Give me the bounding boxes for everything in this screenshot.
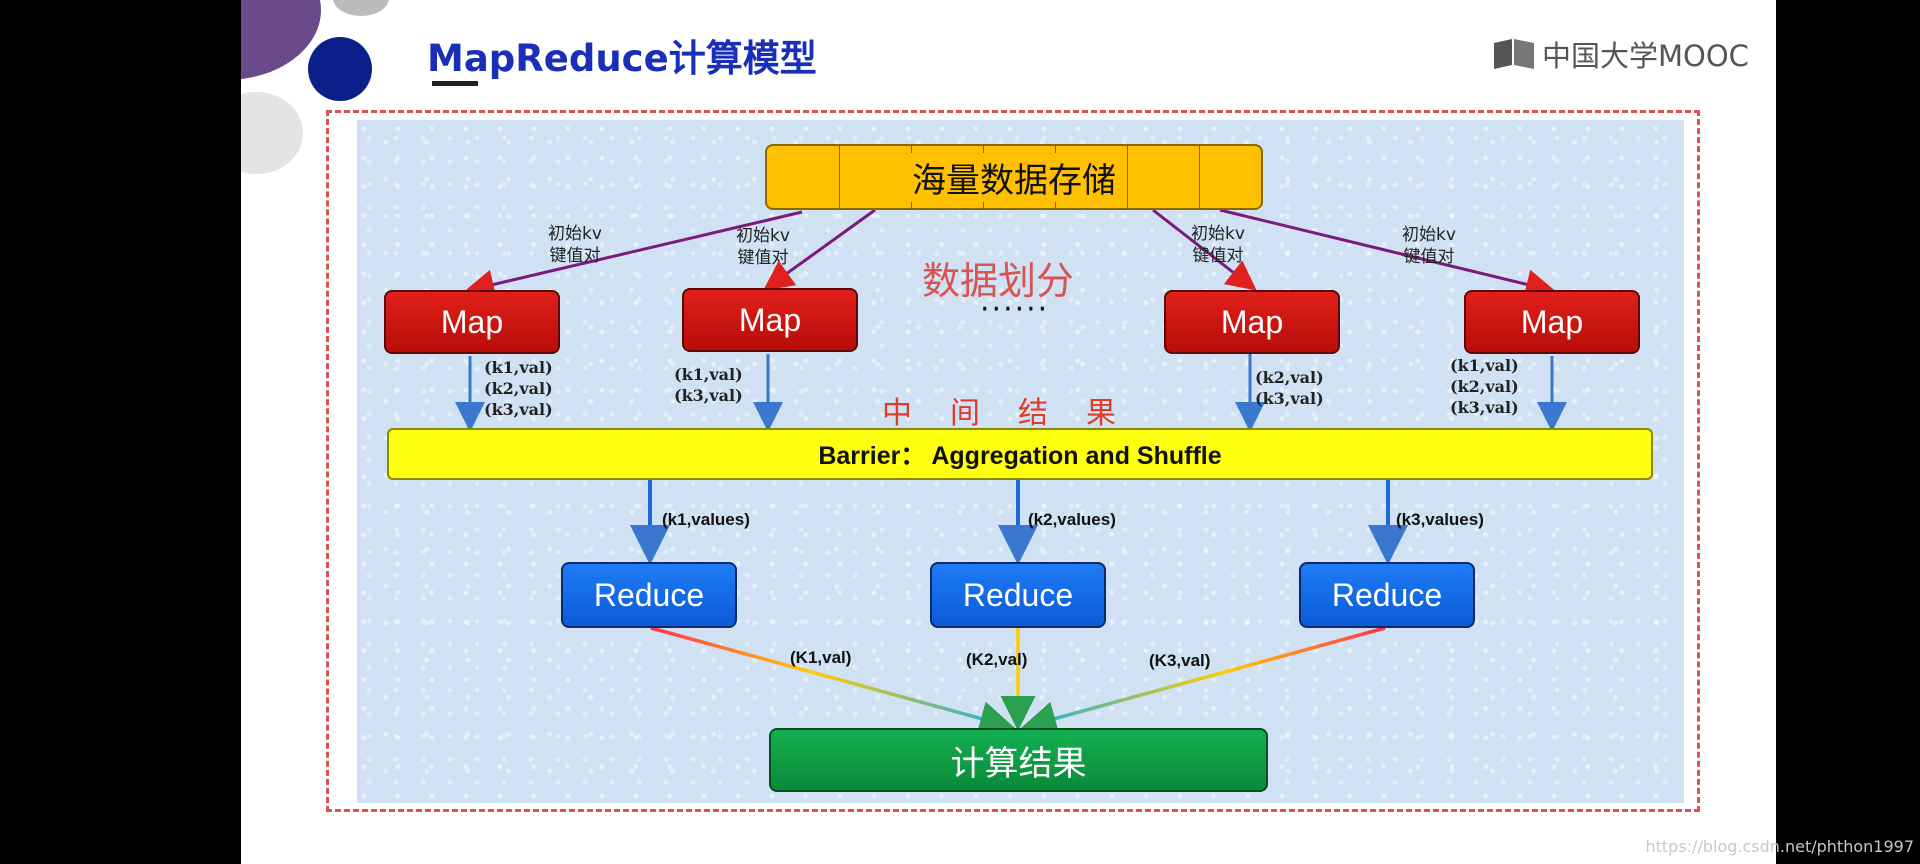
intermediate-result-label: 中间结果 xyxy=(882,396,1154,431)
map-node-3: Map xyxy=(1164,290,1340,354)
page-title: MapReduce计算模型 xyxy=(427,37,817,80)
book-icon xyxy=(1494,39,1534,69)
map4-output: (k1,val)(k2,val)(k3,val) xyxy=(1450,356,1519,417)
map2-output: (k1,val)(k3,val) xyxy=(674,365,743,405)
ellipsis: ······ xyxy=(980,292,1050,327)
barrier-shuffle: Barrier： Aggregation and Shuffle xyxy=(387,428,1653,480)
arrow-storage-map4 xyxy=(1219,208,1556,299)
reduce1-output-label: (K1,val) xyxy=(790,648,852,667)
arrow-storage-map1 xyxy=(464,210,803,300)
storage-cell-divider xyxy=(839,146,840,208)
reduce3-output-label: (K3,val) xyxy=(1149,651,1211,670)
storage-label: 海量数据存储 xyxy=(908,152,1120,202)
reduce2-output-label: (K2,val) xyxy=(966,650,1028,669)
arrow-storage-map3 xyxy=(1152,208,1257,291)
arrow-reduce1-result xyxy=(650,626,1015,736)
reduce2-input-label: (k2,values) xyxy=(1028,510,1116,529)
map3-output: (k2,val)(k3,val) xyxy=(1255,368,1324,408)
reduce-node-2: Reduce xyxy=(930,562,1106,628)
storage-cell-divider xyxy=(1199,146,1200,208)
arrow-storage-map2 xyxy=(763,208,876,291)
map-node-2: Map xyxy=(682,288,858,352)
decor-circle-navy xyxy=(308,37,372,101)
diagram-frame xyxy=(326,110,1700,812)
reduce-node-3: Reduce xyxy=(1299,562,1475,628)
watermark: https://blog.csdn.net/phthon1997 xyxy=(1645,837,1914,856)
map-node-1: Map xyxy=(384,290,560,354)
title-underline xyxy=(432,81,478,86)
reduce-node-1: Reduce xyxy=(561,562,737,628)
storage-cell-divider xyxy=(1127,146,1128,208)
barrier-label: Barrier： Aggregation and Shuffle xyxy=(818,442,1222,470)
logo-text: 中国大学MOOC xyxy=(1542,39,1749,73)
reduce1-input-label: (k1,values) xyxy=(662,510,750,529)
mooc-logo: 中国大学MOOC xyxy=(1492,33,1749,75)
map-node-4: Map xyxy=(1464,290,1640,354)
mass-data-storage: 海量数据存储 xyxy=(765,144,1263,210)
reduce3-input-label: (k3,values) xyxy=(1396,510,1484,529)
computation-result: 计算结果 xyxy=(769,728,1268,792)
arrow-reduce3-result xyxy=(1021,626,1386,736)
data-partition-label: 数据划分 xyxy=(922,259,1075,303)
map1-output: (k1,val)(k2,val)(k3,val) xyxy=(484,358,553,419)
decor-circle-gray-top xyxy=(333,0,389,16)
